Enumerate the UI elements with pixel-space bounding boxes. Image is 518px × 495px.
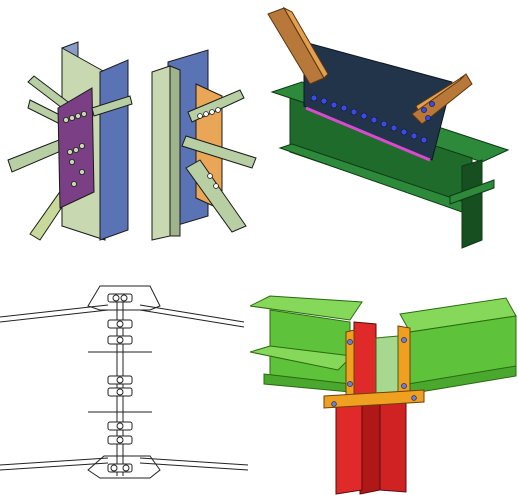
right-lower-bolts [207, 173, 219, 189]
bottom-cap-plate [323, 389, 425, 409]
web-diagonals [88, 351, 152, 413]
left-column-front-flange [99, 59, 129, 241]
connection-bolts [331, 337, 417, 407]
truss-splice-drawing [0, 285, 249, 479]
moment-connection-panel [250, 250, 518, 495]
beam-connection-panel [262, 0, 518, 250]
column-upper [353, 321, 377, 401]
plate-bolt-row [310, 94, 428, 144]
right-column-web [169, 65, 181, 237]
bottom-gusset-plate [87, 455, 161, 479]
beam-connection-drawing [267, 6, 510, 249]
right-column-flange-left [151, 65, 171, 241]
truss-splice-panel [0, 250, 260, 495]
moment-connection-drawing [250, 295, 517, 495]
right-lower-brace [185, 159, 247, 233]
left-beam-top-flange [250, 295, 363, 321]
gusset-connection-panel [0, 0, 260, 250]
splice-bolts [107, 293, 133, 473]
top-gusset-plate [87, 285, 161, 311]
panel-zone-plate [375, 335, 399, 395]
beam-end-flange [449, 179, 495, 205]
weld-line [305, 106, 431, 162]
left-gusset-bolts [63, 111, 88, 187]
right-upper-bolts [197, 107, 221, 119]
left-front-brace [91, 95, 133, 117]
top-connection-plate [303, 41, 453, 161]
right-brace-flange [415, 75, 465, 111]
gusset-connection-drawing [7, 41, 257, 241]
right-mid-brace [181, 135, 257, 169]
brace-bolts [421, 101, 435, 121]
right-upper-brace [187, 89, 245, 123]
left-brace-flange [282, 6, 329, 79]
beam-end-face [461, 159, 483, 249]
bottom-chord-members [0, 457, 249, 471]
